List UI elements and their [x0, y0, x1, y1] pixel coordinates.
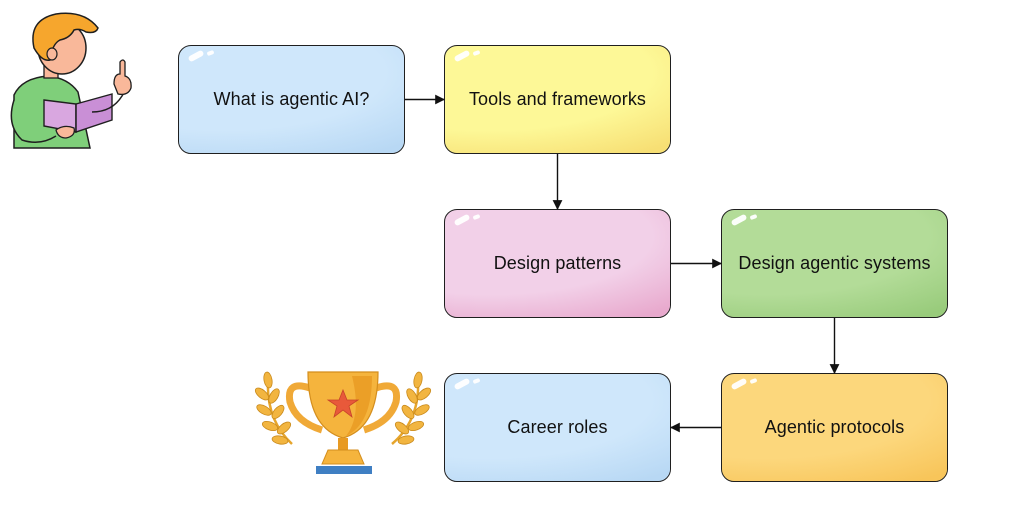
- node-label: Design agentic systems: [738, 253, 931, 273]
- node-label: What is agentic AI?: [213, 89, 370, 109]
- node-label: Career roles: [507, 417, 608, 437]
- person-reading-book-icon: [10, 12, 132, 149]
- trophy-with-laurels-icon: [254, 371, 432, 474]
- node-label: Agentic protocols: [764, 417, 905, 437]
- node-label: Tools and frameworks: [468, 89, 647, 109]
- node-label: Design patterns: [493, 253, 622, 273]
